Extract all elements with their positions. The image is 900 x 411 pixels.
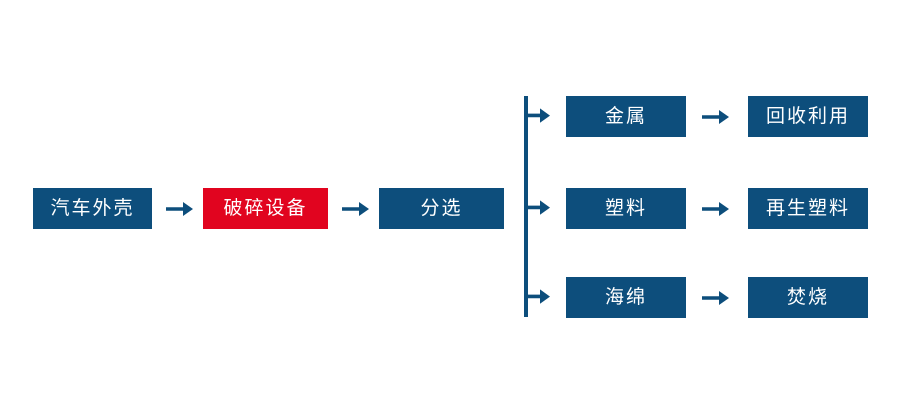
node-outcome-regenerated-plastic-label: 再生塑料 <box>765 197 850 219</box>
arrow-shredder-to-sorting-icon <box>342 198 370 220</box>
node-outcome-recycle-label: 回收利用 <box>765 105 850 127</box>
node-material-plastic-label: 塑料 <box>604 197 647 219</box>
arrow-sponge-to-incineration-icon <box>702 287 730 309</box>
branch-arrow-metal-icon <box>527 105 551 127</box>
node-material-sponge[interactable]: 海绵 <box>566 277 686 318</box>
node-outcome-recycle[interactable]: 回收利用 <box>748 96 868 137</box>
node-shredder-equipment[interactable]: 破碎设备 <box>203 188 328 229</box>
branch-arrow-sponge-icon <box>527 286 551 308</box>
arrow-plastic-to-regenerated-icon <box>702 198 730 220</box>
node-shredder-equipment-label: 破碎设备 <box>223 197 308 219</box>
node-outcome-incineration-label: 焚烧 <box>786 286 829 308</box>
node-material-sponge-label: 海绵 <box>604 286 647 308</box>
node-outcome-incineration[interactable]: 焚烧 <box>748 277 868 318</box>
node-car-shell-label: 汽车外壳 <box>50 197 135 219</box>
node-car-shell[interactable]: 汽车外壳 <box>33 188 152 229</box>
node-outcome-regenerated-plastic[interactable]: 再生塑料 <box>748 188 868 229</box>
three-way-split-trunk-line <box>524 96 528 317</box>
node-material-metal[interactable]: 金属 <box>566 96 686 137</box>
arrow-metal-to-recycle-icon <box>702 106 730 128</box>
node-sorting-label: 分选 <box>420 197 463 219</box>
node-material-metal-label: 金属 <box>604 105 647 127</box>
branch-arrow-plastic-icon <box>527 197 551 219</box>
node-sorting[interactable]: 分选 <box>379 188 504 229</box>
node-material-plastic[interactable]: 塑料 <box>566 188 686 229</box>
arrow-shell-to-shredder-icon <box>166 198 194 220</box>
